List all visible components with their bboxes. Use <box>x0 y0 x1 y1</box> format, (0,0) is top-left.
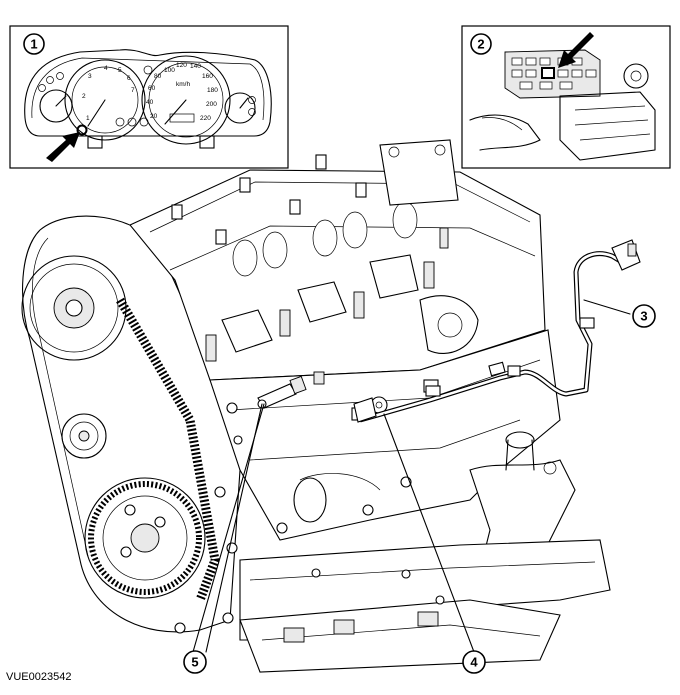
leader-lines <box>192 299 631 653</box>
pointer-arrow-icon <box>558 32 594 68</box>
rpm-tick-6: 6 <box>127 75 131 82</box>
inset-fuse-box: 2 <box>461 25 671 169</box>
sensor-item-5 <box>257 371 325 409</box>
rpm-tick-5: 5 <box>118 67 122 74</box>
reference-code: VUE0023542 <box>6 671 72 683</box>
inset-instrument-cluster: 1 2 3 4 5 6 7 20 40 60 80 100 120 140 16… <box>9 25 289 169</box>
callout-2: 2 <box>477 37 484 52</box>
rpm-tick-7: 7 <box>131 87 135 94</box>
speed-tick-180: 180 <box>207 87 218 94</box>
rpm-tick-2: 2 <box>82 93 86 100</box>
speed-tick-200: 200 <box>206 101 217 108</box>
speed-tick-100: 100 <box>164 67 175 74</box>
callout-3: 3 <box>640 309 647 324</box>
rpm-tick-4: 4 <box>104 65 108 72</box>
speed-tick-40: 40 <box>146 99 154 106</box>
pointer-arrow-icon <box>46 132 80 162</box>
speed-tick-220: 220 <box>200 115 211 122</box>
speed-unit: km/h <box>176 81 190 88</box>
speed-tick-60: 60 <box>148 85 156 92</box>
wiring-harness-item-3 <box>359 239 641 423</box>
engine-assembly <box>21 139 641 673</box>
callout-5: 5 <box>191 655 198 670</box>
speed-tick-140: 140 <box>190 63 201 70</box>
callout-4: 4 <box>470 655 478 670</box>
callout-1: 1 <box>30 37 37 52</box>
speed-tick-20: 20 <box>150 113 158 120</box>
speed-tick-80: 80 <box>154 73 162 80</box>
speed-tick-160: 160 <box>202 73 213 80</box>
speed-tick-120: 120 <box>176 62 187 69</box>
rpm-tick-1: 1 <box>86 115 90 122</box>
rpm-tick-3: 3 <box>88 73 92 80</box>
